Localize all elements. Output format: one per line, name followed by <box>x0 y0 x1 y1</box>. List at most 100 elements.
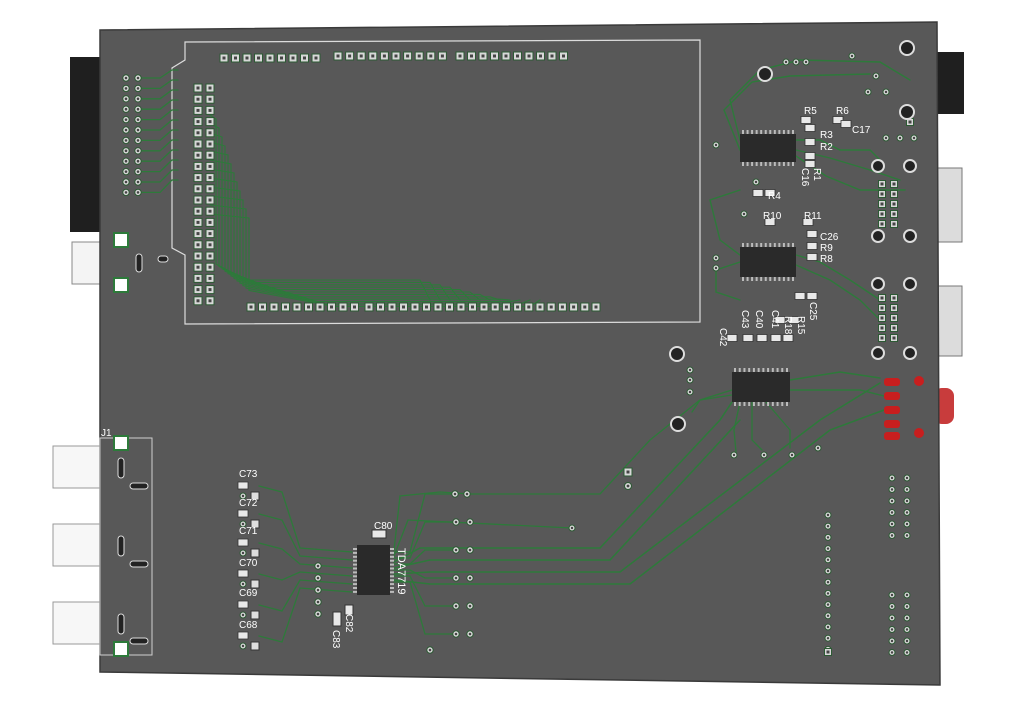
via-hole <box>906 523 908 525</box>
pad-hole <box>197 243 200 246</box>
jack-slot <box>118 536 124 556</box>
ic-pin <box>769 130 771 134</box>
pad-hole <box>197 109 200 112</box>
usb-hole-1 <box>872 160 884 172</box>
pad-hole <box>494 306 497 309</box>
via-hole <box>125 191 128 194</box>
ic-pin <box>774 162 776 166</box>
via-hole <box>913 137 915 139</box>
smd-cap <box>333 612 341 626</box>
pad-hole <box>441 55 444 58</box>
via-hole <box>455 549 458 552</box>
via-hole <box>827 559 829 561</box>
pad-hole <box>197 288 200 291</box>
ic-pin <box>787 243 789 247</box>
via-hole <box>906 617 908 619</box>
pad-hole <box>516 306 519 309</box>
label-r8: R8 <box>820 254 833 265</box>
pad-hole <box>197 299 200 302</box>
label-c73: C73 <box>239 469 258 480</box>
mount-hole-1 <box>900 41 914 55</box>
smd-pad <box>251 549 259 557</box>
via-hole <box>455 633 458 636</box>
smd-part <box>807 231 817 238</box>
via-hole <box>689 369 691 371</box>
via-hole <box>137 160 140 163</box>
ic-pin <box>792 162 794 166</box>
pad-hole <box>209 187 212 190</box>
pad-hole <box>391 306 394 309</box>
pad-hole <box>425 306 428 309</box>
ic-pin <box>390 575 394 577</box>
label-c40: C40 <box>753 310 764 329</box>
pad-hole <box>209 154 212 157</box>
via-hole <box>137 191 140 194</box>
pad-hole <box>562 55 565 58</box>
via-hole <box>891 523 893 525</box>
ic-tda7719 <box>357 545 390 595</box>
ic-pin <box>778 243 780 247</box>
pad-hole <box>893 223 896 226</box>
via-hole <box>827 547 829 549</box>
ic-pin <box>739 368 741 372</box>
pad-hole <box>505 306 508 309</box>
via-hole <box>891 605 893 607</box>
smd-part <box>805 125 815 132</box>
pad-hole <box>234 57 237 60</box>
via-hole <box>125 139 128 142</box>
pad-hole <box>209 210 212 213</box>
via-hole <box>125 108 128 111</box>
via-hole <box>827 603 829 605</box>
via-hole <box>891 651 893 653</box>
pad-hole <box>209 165 212 168</box>
pad-hole <box>881 327 884 330</box>
via-hole <box>125 160 128 163</box>
ic-pin <box>774 243 776 247</box>
ic-pin <box>748 402 750 406</box>
pad-hole <box>197 143 200 146</box>
via-hole <box>899 137 901 139</box>
label-c17: C17 <box>852 125 871 136</box>
via-hole <box>827 514 829 516</box>
smd-cap <box>238 601 248 608</box>
ic-pin <box>792 130 794 134</box>
smd-part <box>753 190 763 197</box>
via-hole <box>242 523 244 525</box>
smd-part <box>801 117 811 124</box>
pad-hole <box>353 306 356 309</box>
via-hole <box>906 477 908 479</box>
label-c80: C80 <box>374 521 393 532</box>
pad-hole <box>273 306 276 309</box>
via-hole <box>137 181 140 184</box>
pad-hole <box>197 221 200 224</box>
ic-pin <box>787 130 789 134</box>
ic-pin <box>758 402 760 406</box>
via-hole <box>885 137 887 139</box>
pad-hole <box>881 307 884 310</box>
pad-hole <box>459 55 462 58</box>
ic-pin <box>390 564 394 566</box>
pad-hole <box>402 306 405 309</box>
via-hole <box>906 534 908 536</box>
pad-hole <box>209 120 212 123</box>
via-hole <box>827 570 829 572</box>
pad-hole <box>383 55 386 58</box>
jack-slot <box>118 614 124 634</box>
via-hole <box>469 521 472 524</box>
via-hole <box>317 613 320 616</box>
via-hole <box>469 549 472 552</box>
ic-pin <box>758 368 760 372</box>
via-hole <box>125 170 128 173</box>
via-hole <box>137 87 140 90</box>
via-hole <box>891 640 893 642</box>
label-c26: C26 <box>820 232 839 243</box>
pad-hole <box>197 176 200 179</box>
via-hole <box>827 592 829 594</box>
ic-pin <box>774 130 776 134</box>
jack-body-1 <box>53 446 103 488</box>
via-hole <box>455 605 458 608</box>
smd-part <box>757 335 767 342</box>
jack-square-pad <box>114 436 128 450</box>
usb-hole-2 <box>904 160 916 172</box>
